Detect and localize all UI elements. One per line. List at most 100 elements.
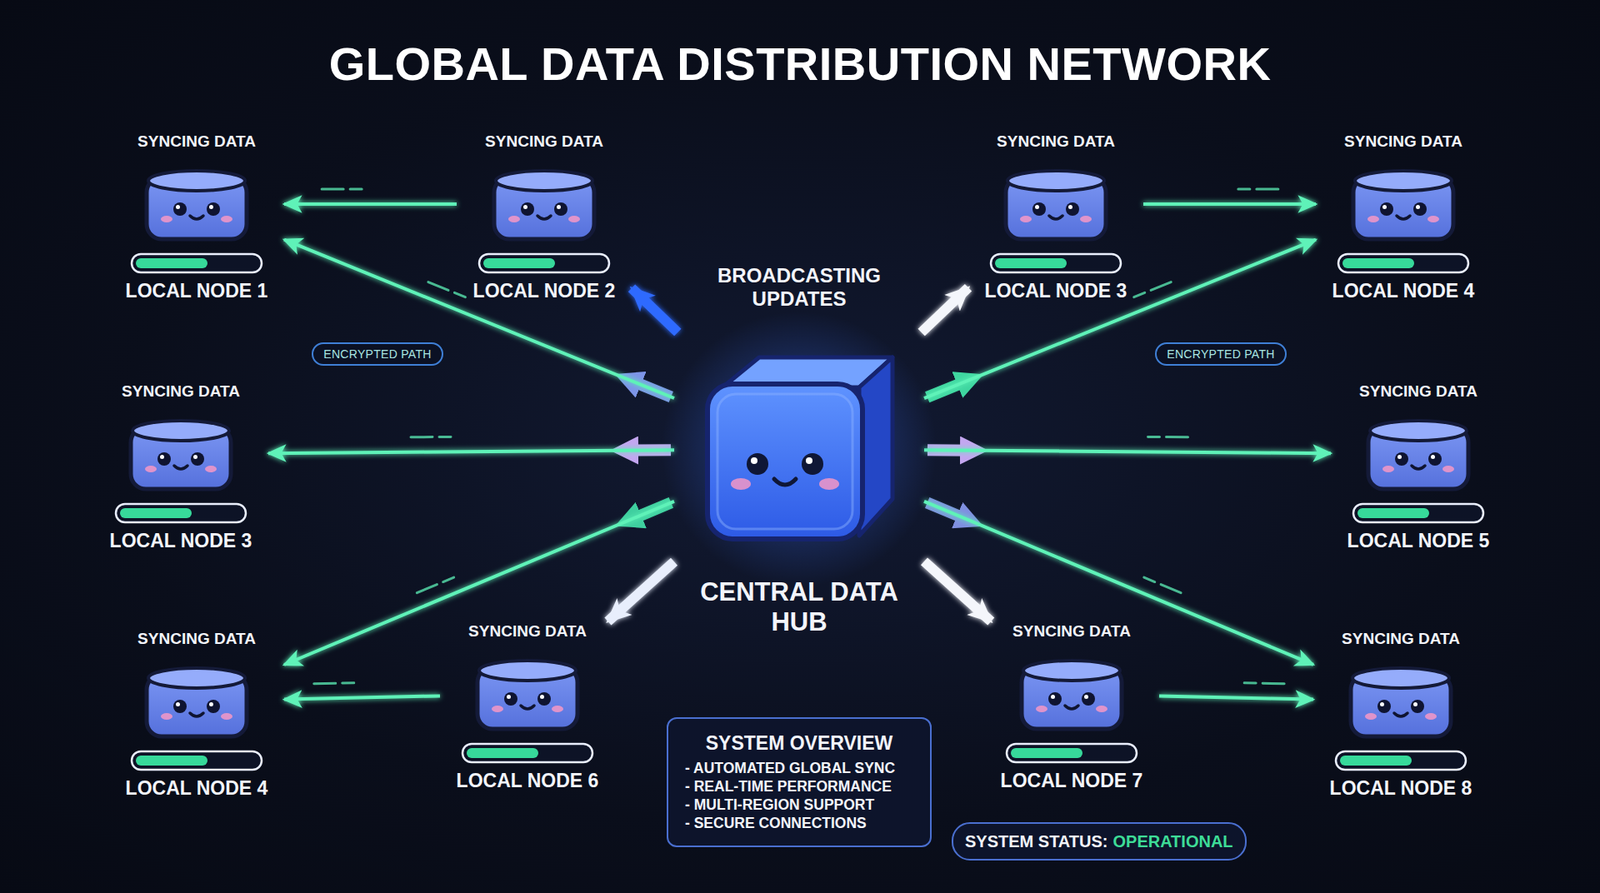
flow-dash	[454, 292, 465, 297]
database-icon	[138, 661, 255, 742]
local-node: SYNCING DATA LOCAL NODE 6	[440, 621, 615, 793]
node-status-text: SYNCING DATA	[121, 381, 240, 401]
flow-dash	[1150, 282, 1171, 291]
hub-caption: BROADCASTING UPDATES	[695, 264, 904, 311]
flow-dash	[1166, 435, 1189, 439]
node-status-text: SYNCING DATA	[1012, 621, 1131, 641]
sync-connector	[607, 561, 675, 622]
database-icon	[122, 414, 240, 495]
database-icon	[997, 164, 1115, 245]
flow-dash	[1244, 681, 1256, 685]
progress-bar	[1005, 742, 1139, 765]
sync-connector	[284, 501, 675, 665]
progress-bar	[1336, 252, 1470, 275]
sync-connector	[924, 450, 1331, 454]
local-node: SYNCING DATA LOCAL NODE 4	[1315, 131, 1491, 303]
node-name: LOCAL NODE 6	[456, 769, 600, 793]
local-node: SYNCING DATA LOCAL NODE 1	[109, 131, 285, 303]
sync-connector	[284, 240, 675, 399]
node-name: LOCAL NODE 3	[985, 279, 1128, 303]
flow-dash	[314, 682, 336, 686]
panel-item: - REAL-TIME PERFORMANCE	[685, 777, 914, 796]
progress-bar	[130, 750, 264, 772]
flow-dash	[1262, 682, 1285, 686]
tag-text: ENCRYPTED PATH	[323, 347, 431, 361]
progress-bar	[1334, 750, 1468, 772]
database-icon	[1342, 661, 1460, 742]
database-icon	[1013, 654, 1130, 735]
flow-dash	[1160, 585, 1181, 594]
database-icon	[1345, 164, 1462, 245]
sync-connector	[631, 288, 678, 333]
local-node: SYNCING DATA LOCAL NODE 7	[984, 621, 1160, 793]
flow-dash	[439, 435, 451, 439]
progress-bar	[1351, 502, 1485, 525]
progress-bar	[989, 252, 1123, 275]
node-name: LOCAL NODE 7	[1000, 769, 1144, 793]
flow-dash	[416, 585, 437, 594]
panel-item: - MULTI-REGION SUPPORT	[685, 795, 914, 815]
database-icon	[1360, 414, 1477, 495]
sync-connector	[268, 450, 675, 454]
local-node: SYNCING DATA LOCAL NODE 4	[109, 629, 285, 800]
sync-connector	[921, 287, 969, 333]
node-status-text: SYNCING DATA	[485, 131, 604, 151]
hub-name: CENTRAL DATA HUB	[686, 577, 912, 638]
sync-connector	[924, 561, 991, 622]
flow-dash	[350, 188, 362, 191]
node-name: LOCAL NODE 1	[125, 279, 269, 303]
local-node: SYNCING DATA LOCAL NODE 5	[1330, 381, 1506, 553]
overview-panel: SYSTEM OVERVIEW- AUTOMATED GLOBAL SYNC- …	[666, 717, 932, 848]
flow-dash	[443, 577, 455, 582]
node-name: LOCAL NODE 3	[110, 529, 253, 553]
sync-connector	[924, 501, 1314, 665]
local-node: SYNCING DATA LOCAL NODE 8	[1313, 629, 1489, 800]
progress-bar	[114, 502, 248, 525]
node-name: LOCAL NODE 8	[1330, 776, 1473, 800]
status-badge: SYSTEM STATUS:OPERATIONAL	[951, 822, 1247, 861]
node-status-text: SYNCING DATA	[137, 131, 256, 151]
node-name: LOCAL NODE 4	[125, 776, 269, 800]
node-name: LOCAL NODE 4	[1332, 279, 1475, 303]
flow-dash	[321, 188, 344, 191]
local-node: SYNCING DATA LOCAL NODE 3	[93, 381, 269, 553]
encrypted-tag: ENCRYPTED PATH	[1155, 342, 1286, 366]
sync-connector	[1143, 202, 1316, 206]
flow-dash	[1148, 435, 1160, 439]
node-status-text: SYNCING DATA	[137, 629, 256, 649]
sync-connector	[284, 695, 440, 700]
node-status-text: SYNCING DATA	[1344, 131, 1463, 151]
sync-connector	[284, 202, 457, 206]
flow-dash	[1256, 188, 1279, 191]
progress-bar	[460, 742, 595, 765]
flow-dash	[428, 282, 449, 291]
status-label: SYSTEM STATUS:	[965, 831, 1108, 852]
status-value: OPERATIONAL	[1112, 831, 1233, 852]
flow-dash	[1238, 188, 1250, 191]
node-name: LOCAL NODE 5	[1347, 529, 1490, 553]
node-status-text: SYNCING DATA	[1359, 381, 1478, 401]
diagram-title: GLOBAL DATA DISTRIBUTION NETWORK	[0, 36, 1600, 92]
flow-dash	[342, 681, 355, 685]
sync-connector	[924, 240, 1316, 400]
progress-bar	[477, 252, 611, 275]
panel-item: - SECURE CONNECTIONS	[685, 814, 914, 833]
encrypted-tag: ENCRYPTED PATH	[311, 342, 443, 366]
local-node: SYNCING DATALOCAL NODE 2	[456, 131, 632, 303]
node-status-text: SYNCING DATA	[1341, 629, 1460, 649]
progress-bar	[130, 252, 264, 275]
database-icon	[138, 164, 255, 245]
tag-text: ENCRYPTED PATH	[1166, 347, 1275, 361]
cube-icon	[674, 332, 925, 566]
panel-title: SYSTEM OVERVIEW	[685, 730, 914, 756]
database-icon	[485, 164, 603, 245]
sync-connector	[1159, 695, 1314, 700]
panel-item: - AUTOMATED GLOBAL SYNC	[685, 759, 914, 778]
node-status-text: SYNCING DATA	[468, 621, 587, 641]
flow-dash	[1134, 292, 1145, 297]
database-icon	[469, 654, 586, 735]
local-node: SYNCING DATA LOCAL NODE 3	[968, 131, 1144, 303]
flow-dash	[410, 435, 433, 439]
node-status-text: SYNCING DATA	[996, 131, 1115, 151]
flow-dash	[1144, 577, 1155, 582]
